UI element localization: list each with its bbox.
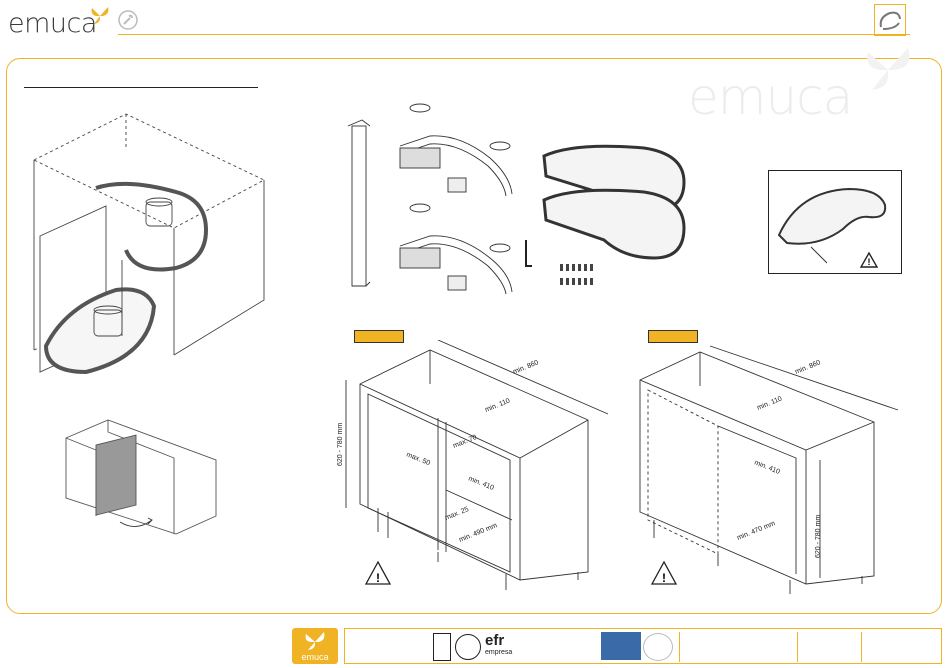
dim-height: 620 - 780 mm xyxy=(337,423,344,466)
watermark: emuca xyxy=(688,68,852,126)
hardware-kit-illustration xyxy=(520,236,600,296)
dim-min-110: min. 110 xyxy=(484,397,511,413)
watermark-butterfly-icon xyxy=(858,40,918,100)
dim-min-470: min. 470 mm xyxy=(736,520,776,542)
svg-text:!: ! xyxy=(868,257,871,267)
footer-divider xyxy=(679,632,680,662)
mechanism-parts-illustration xyxy=(340,96,540,296)
er-cert-icon xyxy=(433,633,451,661)
dim-min-410: min. 410 xyxy=(753,459,781,476)
iqnet-cert-icon xyxy=(455,634,481,660)
brand-logo: emuca xyxy=(8,8,97,39)
product-icon-box xyxy=(874,4,906,36)
quality-cert-icon xyxy=(601,632,641,660)
brand-butterfly-icon xyxy=(88,4,112,26)
corner-cabinet-small-illustration xyxy=(60,412,230,542)
cabinet-dimensions-left: min. 860 min. 110 max. 70 max. 50 min. 4… xyxy=(330,340,620,600)
wrench-icon xyxy=(118,10,138,30)
svg-text:!: ! xyxy=(376,571,380,585)
dim-min-490: min. 490 mm xyxy=(458,522,498,544)
cabinet-dimensions-right: min. 860 min. 110 min. 410 min. 470 mm 6… xyxy=(630,340,920,600)
cabinet-with-shelves-illustration xyxy=(26,110,276,380)
dim-max-50: max. 50 xyxy=(405,451,431,467)
efr-cert-sub: empresa xyxy=(485,649,512,656)
svg-text:!: ! xyxy=(662,571,666,585)
forest-cert-icon xyxy=(643,633,673,661)
dim-min-860: min. 860 xyxy=(512,359,540,376)
shelf-handling-illustration: ! xyxy=(769,171,901,273)
dim-min-860: min. 860 xyxy=(794,359,822,376)
footer-divider xyxy=(797,632,798,662)
footer-certifications: efr empresa xyxy=(344,628,942,664)
efr-cert: efr xyxy=(485,632,504,649)
shelf-handling-warning-box: ! xyxy=(768,170,902,274)
footer-logo-text: emuca xyxy=(292,652,338,662)
dim-max-25: max. 25 xyxy=(444,506,470,522)
footer-butterfly-icon xyxy=(292,628,338,652)
footer-logo: emuca xyxy=(292,628,338,664)
section-title-underline xyxy=(24,87,258,88)
header-line xyxy=(118,34,910,35)
dim-max-70: max. 70 xyxy=(452,434,478,450)
dim-height: 620 - 780 mm xyxy=(815,515,822,558)
footer-divider xyxy=(861,632,862,662)
allen-key-icon xyxy=(526,240,532,266)
dim-min-410: min. 410 xyxy=(467,475,495,492)
corner-shelf-icon xyxy=(875,5,905,35)
dim-min-110: min. 110 xyxy=(756,395,783,411)
